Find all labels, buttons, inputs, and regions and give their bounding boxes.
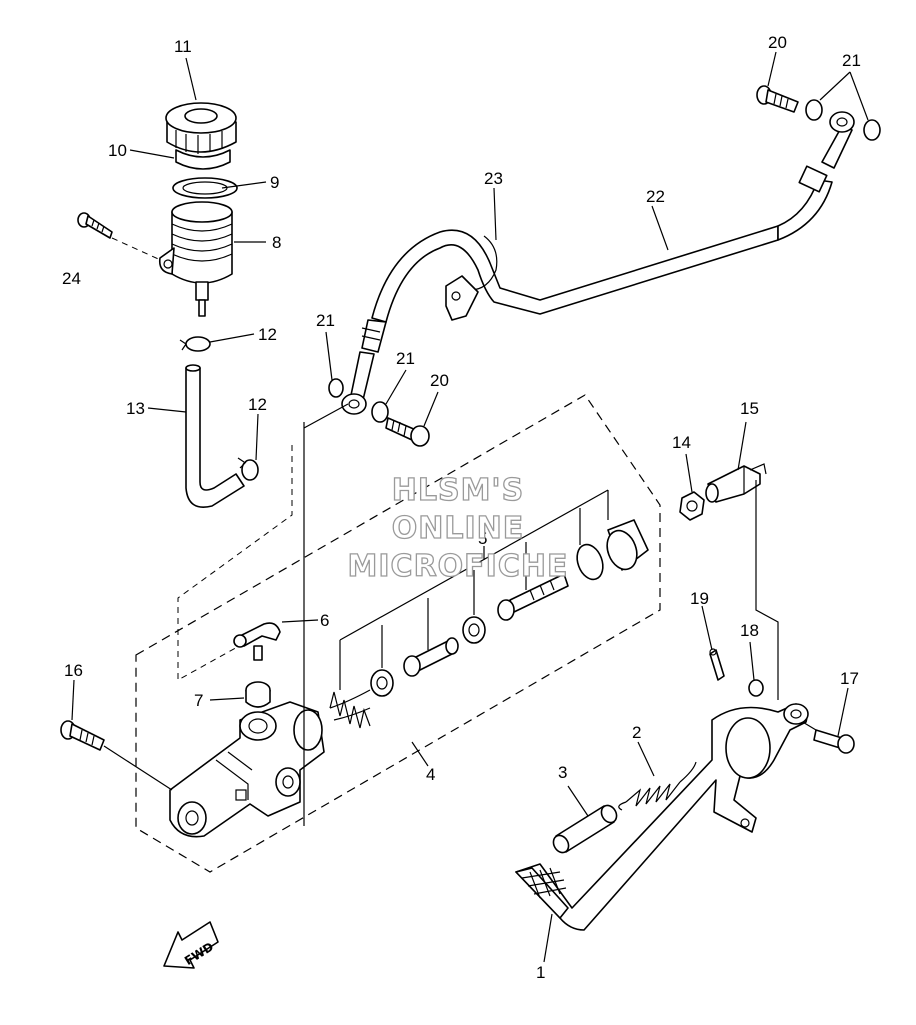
pedal-washer — [748, 679, 764, 697]
callout-1: 1 — [536, 963, 545, 982]
clevis-nut — [679, 491, 705, 521]
watermark-line-2: ONLINE — [392, 511, 525, 546]
washer-middle-left — [328, 378, 344, 398]
callout-15: 15 — [740, 399, 759, 418]
callout-12: 12 — [258, 325, 277, 344]
callout-16: 16 — [64, 661, 83, 680]
union-bolt-middle — [385, 417, 430, 447]
washer-middle-right — [371, 401, 389, 423]
master-cylinder-body — [169, 701, 325, 838]
cylinder-cup — [606, 519, 649, 571]
callout-5: 5 — [478, 529, 487, 548]
callout-9: 9 — [270, 173, 279, 192]
hose-clamp — [445, 235, 498, 321]
brake-pedal — [515, 703, 809, 931]
push-rod — [497, 573, 569, 621]
piston — [403, 637, 459, 677]
washer-upper-left — [805, 99, 823, 121]
hose-guide-line — [177, 445, 293, 681]
callout-18: 18 — [740, 621, 759, 640]
watermark: HLSM'S ONLINE MICROFICHE — [347, 472, 569, 584]
callout-24: 24 — [62, 269, 81, 288]
flange-guide-line — [111, 237, 166, 263]
hose-joint — [233, 622, 281, 661]
callout-21b: 21 — [316, 311, 335, 330]
assembly-box-outline — [135, 394, 661, 873]
callout-23: 23 — [484, 169, 503, 188]
callout-4: 4 — [426, 765, 435, 784]
cylinder-mount-bolt — [60, 720, 105, 751]
primary-cup — [370, 669, 394, 697]
washer-upper-right — [863, 119, 881, 141]
callout-2: 2 — [632, 723, 641, 742]
callout-11: 11 — [174, 37, 192, 56]
reservoir-grommet — [245, 681, 271, 708]
reservoir-plate — [172, 177, 238, 199]
callout-6: 6 — [320, 611, 329, 630]
cylinder-guide-line — [303, 403, 349, 826]
callout-7: 7 — [194, 691, 203, 710]
reservoir-screw — [77, 212, 113, 239]
hose-clip-lower — [237, 457, 259, 481]
watermark-line-3: MICROFICHE — [348, 549, 569, 584]
clevis-guide-line — [755, 480, 779, 700]
pedal-sleeve — [552, 804, 618, 854]
callout-14: 14 — [672, 433, 691, 452]
callout-20b: 20 — [430, 371, 449, 390]
callout-21c: 21 — [396, 349, 415, 368]
callout-12b: 12 — [248, 395, 267, 414]
callout-10: 10 — [108, 141, 127, 160]
callout-13: 13 — [126, 399, 145, 418]
reservoir-diaphragm — [175, 149, 231, 170]
cotter-pin — [709, 648, 725, 681]
callout-leaders — [71, 51, 869, 963]
hose-clip-upper — [179, 336, 211, 352]
brake-hose — [341, 111, 855, 415]
callout-17: 17 — [840, 669, 859, 688]
callout-3: 3 — [558, 763, 567, 782]
reservoir-cap — [165, 102, 237, 154]
reservoir-hose — [185, 367, 245, 508]
clevis — [705, 463, 767, 503]
callout-22: 22 — [646, 187, 665, 206]
pedal-spring — [618, 761, 697, 811]
reservoir-body — [158, 201, 233, 317]
forward-direction-arrow: FWD — [163, 921, 219, 969]
watermark-line-1: HLSM'S — [392, 473, 524, 508]
callout-19: 19 — [690, 589, 709, 608]
callout-20: 20 — [768, 33, 787, 52]
mount-bolt-guide — [103, 745, 173, 791]
piston-seal — [462, 616, 486, 644]
kit-leader-comb — [339, 489, 609, 690]
circlip — [576, 543, 604, 581]
union-bolt-upper — [756, 85, 799, 113]
callout-8: 8 — [272, 233, 281, 252]
callout-21: 21 — [842, 51, 861, 70]
pedal-pivot-bolt — [813, 729, 855, 754]
return-spring — [329, 689, 371, 729]
